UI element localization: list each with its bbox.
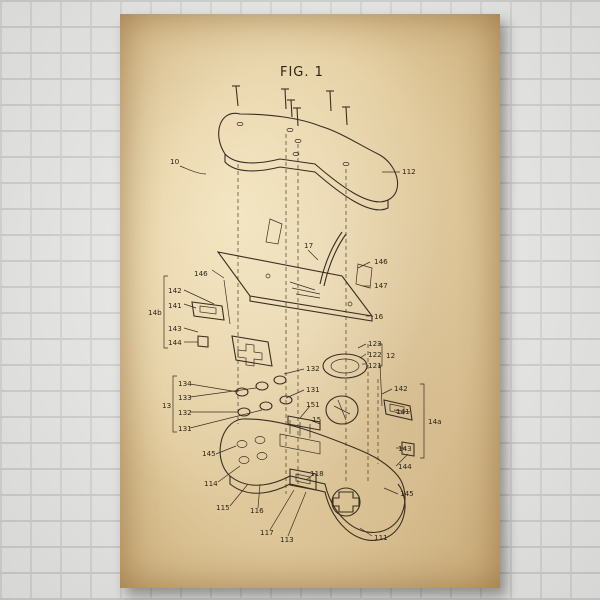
label-133: 133 (178, 393, 192, 402)
group-brackets (163, 275, 425, 459)
label-118: 118 (310, 469, 324, 478)
label-116: 116 (250, 506, 264, 515)
label-13: 13 (162, 401, 171, 410)
right-shoulder-parts (379, 363, 415, 457)
label-144-left: 144 (168, 338, 182, 347)
label-15: 15 (312, 415, 321, 424)
label-145-left: 145 (202, 449, 216, 458)
face-buttons (235, 375, 321, 431)
screws (232, 85, 350, 127)
bottom-shell (219, 418, 406, 541)
label-123: 123 (368, 339, 382, 348)
label-115: 115 (216, 503, 230, 512)
label-16: 16 (374, 312, 384, 321)
circuit-board (216, 218, 374, 322)
label-132-left: 132 (178, 408, 192, 417)
label-145-right: 145 (400, 489, 414, 498)
left-shoulder-parts (191, 279, 231, 348)
patent-poster: FIG. 1 (120, 14, 500, 588)
leader-lines (179, 165, 411, 537)
label-121: 121 (368, 361, 382, 370)
label-144-right: 144 (398, 462, 412, 471)
label-147: 147 (374, 281, 388, 290)
label-122: 122 (368, 350, 382, 359)
label-111: 111 (374, 533, 388, 542)
label-146-right: 146 (374, 257, 388, 266)
label-141-left: 141 (168, 301, 182, 310)
label-132-top: 132 (306, 364, 320, 373)
label-151: 151 (306, 400, 320, 409)
button-membranes (231, 335, 368, 425)
label-112: 112 (402, 167, 416, 176)
label-117: 117 (260, 528, 274, 537)
label-14a: 14a (428, 417, 442, 426)
label-131-left: 131 (178, 424, 192, 433)
label-10: 10 (170, 157, 180, 166)
top-shell (218, 112, 398, 211)
label-113: 113 (280, 535, 294, 544)
label-14b: 14b (148, 308, 162, 317)
label-12: 12 (386, 351, 395, 360)
figure-title: FIG. 1 (280, 65, 324, 80)
label-141-right: 141 (396, 407, 410, 416)
reference-labels: 10 112 17 146 146 142 14b 141 143 144 14… (148, 157, 442, 544)
label-142-right: 142 (394, 384, 408, 393)
label-143-right: 143 (398, 444, 412, 453)
label-131-center: 131 (306, 385, 320, 394)
label-146-left: 146 (194, 269, 208, 278)
label-134: 134 (178, 379, 192, 388)
label-142-left: 142 (168, 286, 182, 295)
exploded-controller-diagram: FIG. 1 (148, 65, 442, 544)
label-143-left: 143 (168, 324, 182, 333)
label-17: 17 (304, 241, 313, 250)
label-114: 114 (204, 479, 218, 488)
